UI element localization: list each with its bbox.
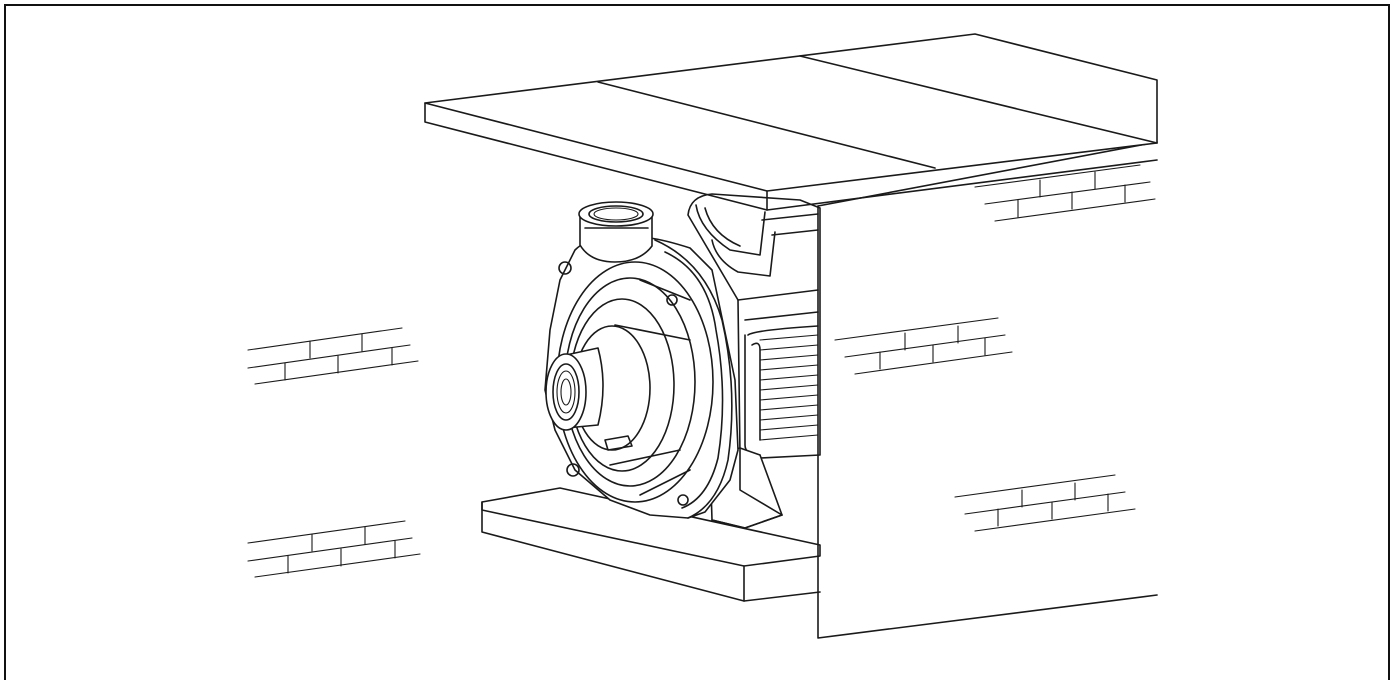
suction-inlet [545, 347, 604, 431]
brick-pattern-right-upper [974, 164, 1156, 222]
base-plinth [481, 487, 821, 602]
pump-housing [544, 237, 739, 519]
front-wall [817, 141, 1158, 639]
roof-slab [424, 33, 1158, 211]
brick-pattern-left-lower [247, 520, 421, 578]
brick-pattern-right-lower [954, 474, 1136, 532]
discharge-port [578, 201, 654, 263]
brick-pattern-right-middle [834, 317, 1013, 375]
brick-pattern-left-upper [247, 327, 419, 385]
